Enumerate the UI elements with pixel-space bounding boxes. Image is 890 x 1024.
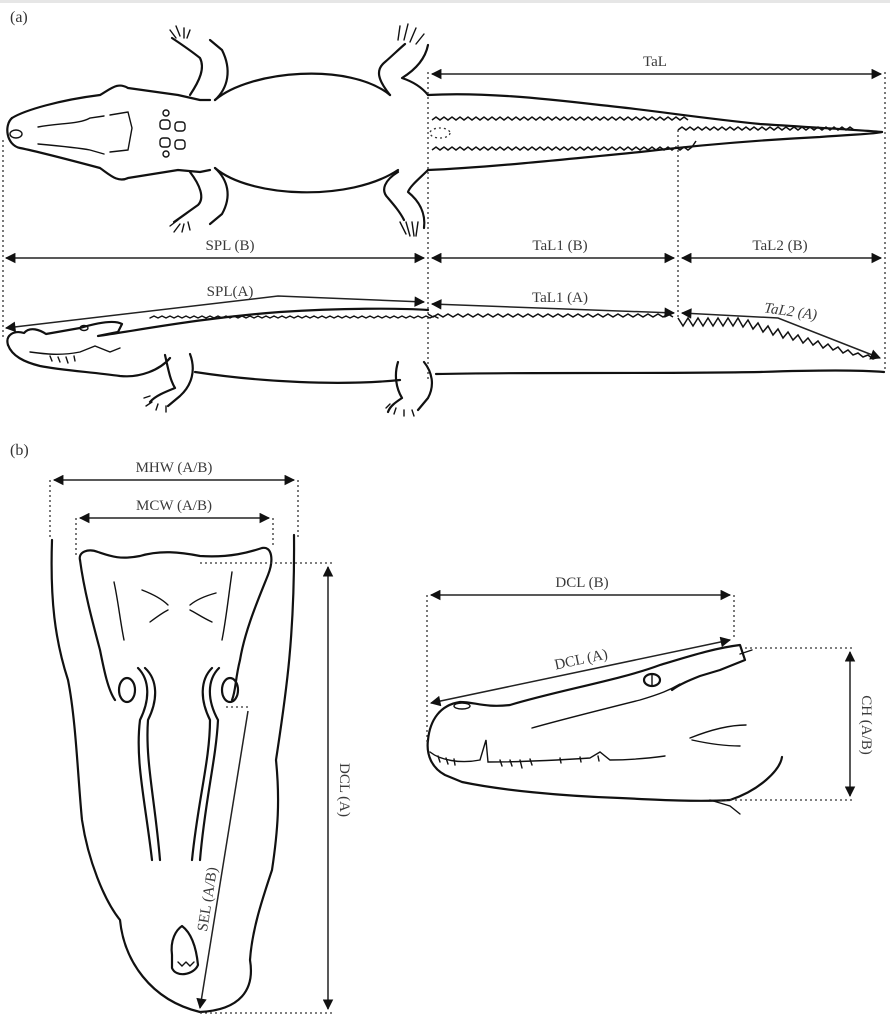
top-border — [0, 0, 890, 3]
mhw-label: MHW (A/B) — [136, 460, 213, 476]
sel-arrow — [196, 710, 249, 1010]
mcw-label: MCW (A/B) — [136, 498, 212, 514]
ch-label: CH (A/B) — [858, 695, 874, 755]
croc-lateral-drawing — [6, 307, 886, 417]
tal2-a-arrow — [680, 308, 881, 360]
spl-a-label: SPL(A) — [207, 284, 254, 300]
dcl-a-label: DCL (A) — [553, 647, 609, 674]
croc-dorsal-drawing — [6, 23, 884, 237]
dcl-a-arrow — [429, 636, 732, 707]
spl-b-label: SPL (B) — [205, 238, 254, 254]
dcl-b-label: DCL (B) — [555, 575, 608, 591]
tal1-a-label: TaL1 (A) — [532, 290, 588, 306]
spl-a-arrow — [4, 295, 426, 333]
dcl-a-vertical-label: DCL (A) — [336, 763, 352, 817]
tal1-a-arrow — [430, 299, 676, 318]
head-dorsal-drawing — [50, 533, 296, 1014]
tal-label: TaL — [643, 54, 667, 70]
panel-a: (a) — [2, 9, 886, 417]
tal1-b-label: TaL1 (B) — [532, 238, 587, 254]
tal2-b-label: TaL2 (B) — [752, 238, 807, 254]
panel-b-label: (b) — [10, 442, 29, 459]
head-lateral-drawing — [426, 643, 784, 815]
panel-b: (b) MHW (A/B) MCW (A/B) — [10, 442, 874, 1014]
panel-a-label: (a) — [10, 9, 28, 26]
tal2-a-label: TaL2 (A) — [763, 300, 818, 323]
